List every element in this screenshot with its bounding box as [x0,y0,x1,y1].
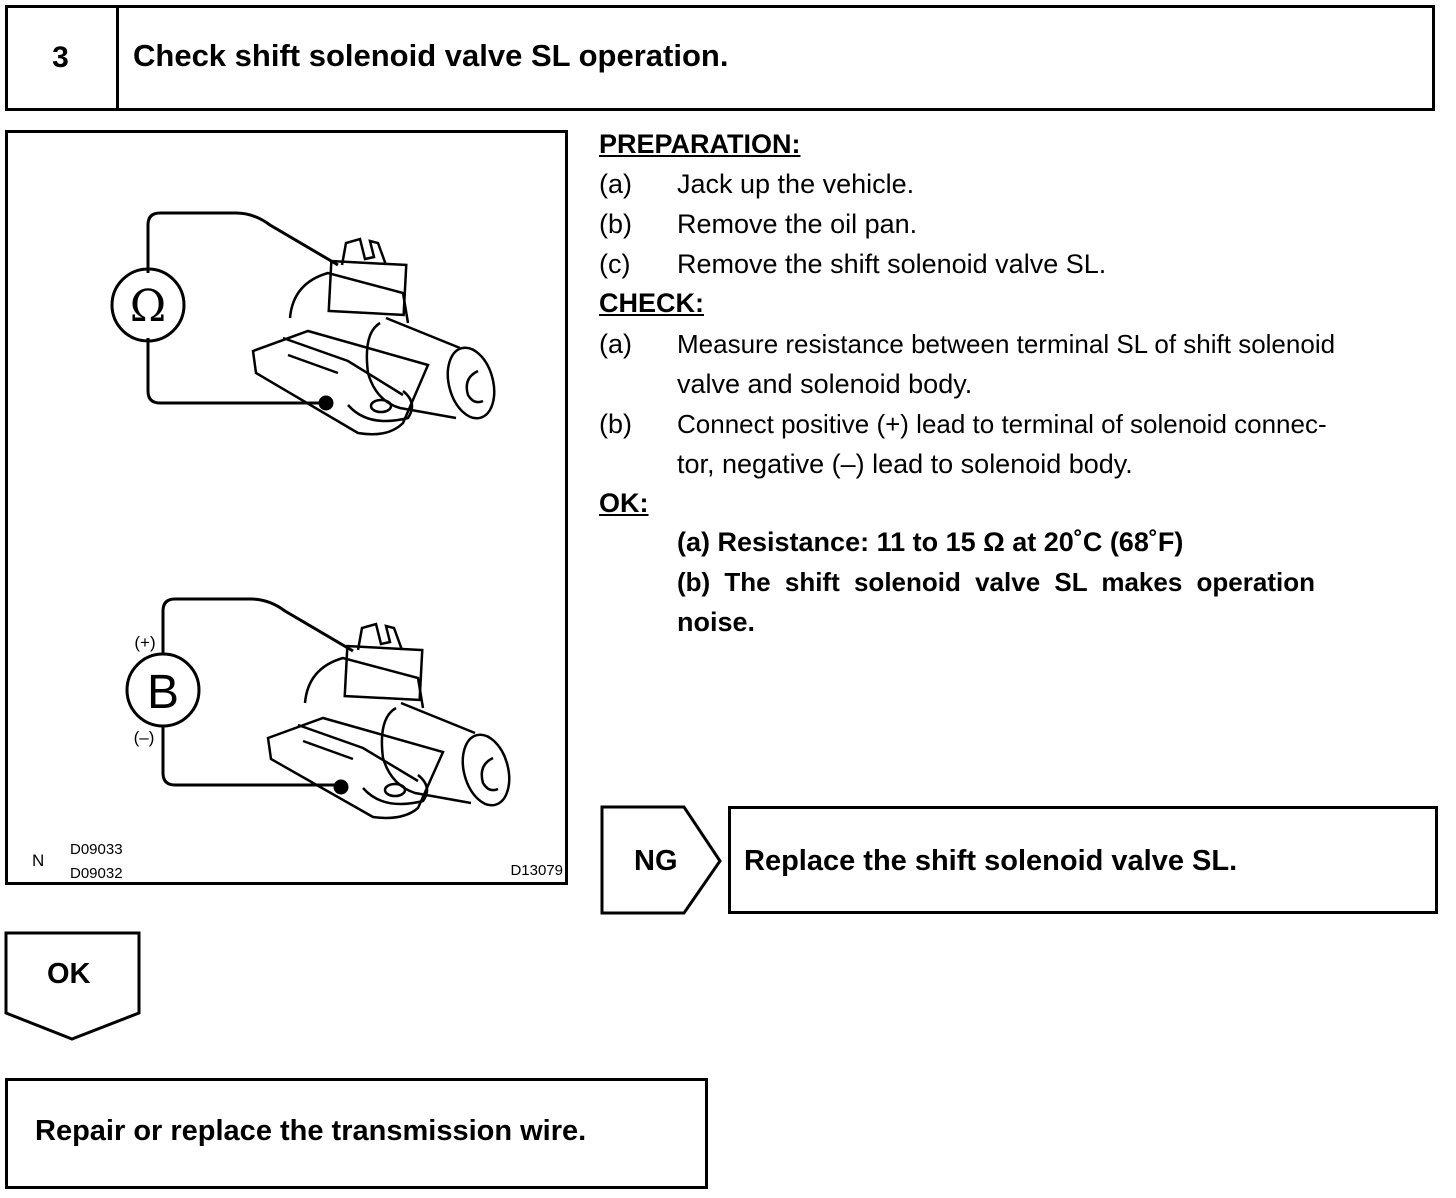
prep-item-c: Remove the shift solenoid valve SL. [677,249,1107,279]
ok-action-box [5,1078,708,1189]
ohmmeter-circle [110,267,186,343]
check-item-b-line1: Connect positive (+) lead to terminal of… [677,409,1327,439]
check-item-a-line1: Measure resistance between terminal SL o… [677,329,1336,359]
check-marker-b: (b) [599,409,632,439]
battery-circle [125,652,201,728]
ng-flag [600,805,722,915]
plus-label: (+) [134,633,155,652]
ng-label: NG [634,845,678,877]
step-title: Check shift solenoid valve SL operation. [133,38,729,73]
check-item-a-line2: valve and solenoid body. [677,369,973,399]
figure-code-bottom: D09032 [70,865,123,882]
ok-spec-resistance: (a) Resistance: 11 to 15 Ω at 20˚C (68˚F… [677,527,1184,557]
ng-action-text: Replace the shift solenoid valve SL. [744,845,1238,877]
ohmmeter-lead-top [146,211,339,273]
ok-action-text: Repair or replace the transmission wire. [35,1115,587,1147]
solenoid-valve-bottom [266,622,511,820]
ohm-icon: Ω [130,281,166,332]
ok-heading: OK: [599,488,649,518]
prep-marker-c: (c) [599,249,631,279]
step-number: 3 [5,5,119,111]
battery-icon: B [147,666,179,719]
ohmmeter-lead-bottom [146,338,326,405]
check-marker-a: (a) [599,329,632,359]
preparation-heading: PREPARATION: [599,129,801,159]
ok-spec-noise-line2: noise. [677,607,756,637]
ng-action-box [728,806,1438,914]
solenoid-illustration: Ω B (+) (–) N D09033 D09032 D13079 [5,130,568,885]
terminal-point-bottom [333,779,349,795]
ok-label: OK [47,958,91,990]
ok-spec-noise-line1: (b) The shift solenoid valve SL makes op… [677,567,1315,597]
figure-code-right: D13079 [510,862,563,879]
terminal-point-top [318,395,334,411]
minus-label: (–) [134,728,155,747]
solenoid-diagram: Ω B (+) (–) N D09033 D09032 D13079 [32,211,563,882]
figure-code-top: D09033 [70,841,123,858]
step-header [5,5,1435,111]
check-heading: CHECK: [599,288,704,318]
prep-item-b: Remove the oil pan. [677,209,918,239]
prep-item-a: Jack up the vehicle. [677,169,915,199]
prep-marker-b: (b) [599,209,632,239]
figure-corner-letter: N [32,851,44,870]
ok-flag [4,931,141,1041]
check-item-b-line2: tor, negative (–) lead to solenoid body. [677,449,1133,479]
solenoid-valve-top [251,237,496,436]
battery-lead-bottom [161,727,341,787]
prep-marker-a: (a) [599,169,632,199]
battery-lead-top [161,597,354,653]
